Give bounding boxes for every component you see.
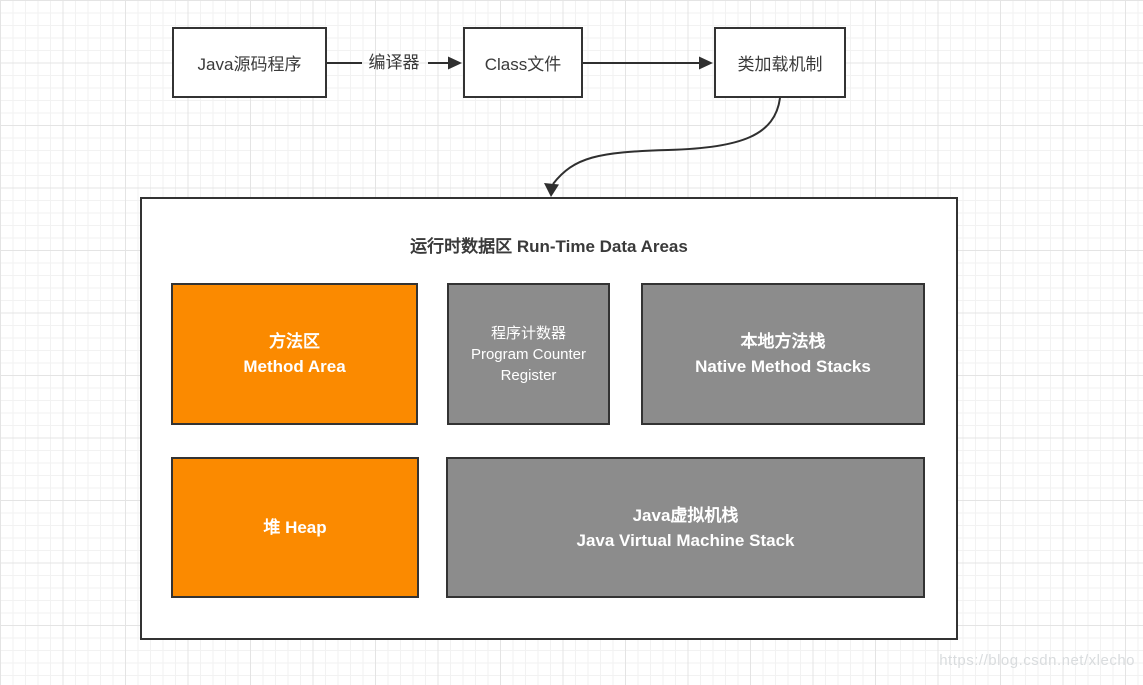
area-method-area-en: Method Area [243,357,346,376]
node-class-loader: 类加载机制 [714,27,846,98]
area-native-method-stacks-cn: 本地方法栈 [740,332,826,351]
runtime-data-areas-container: 运行时数据区 Run-Time Data Areas 方法区 Method Ar… [140,197,958,640]
node-java-source-label: Java源码程序 [197,55,302,74]
area-heap-label: 堆 Heap [263,518,327,537]
node-class-loader-label: 类加载机制 [737,55,823,74]
area-heap: 堆 Heap [171,457,419,598]
node-java-source: Java源码程序 [172,27,327,98]
runtime-title: 运行时数据区 Run-Time Data Areas [410,237,688,256]
edge-label-compiler: 编译器 [368,53,420,72]
area-native-method-stacks-en: Native Method Stacks [695,357,871,376]
area-method-area-cn: 方法区 [269,332,320,351]
arrow-classfile-to-loader [583,56,713,70]
area-jvm-stack-en: Java Virtual Machine Stack [576,530,795,550]
node-class-file-label: Class文件 [484,55,562,74]
area-method-area: 方法区 Method Area [171,283,418,425]
watermark: https://blog.csdn.net/xlecho [939,652,1135,669]
area-pc-register-cn: 程序计数器 [490,324,566,342]
area-pc-register-en2: Register [500,366,557,384]
area-jvm-stack-cn: Java虚拟机栈 [632,505,739,525]
area-native-method-stacks: 本地方法栈 Native Method Stacks [641,283,925,425]
area-pc-register: 程序计数器 Program Counter Register [447,283,610,425]
arrow-loader-to-runtime [544,97,781,197]
node-class-file: Class文件 [463,27,583,98]
area-pc-register-en1: Program Counter [470,345,587,363]
area-jvm-stack: Java虚拟机栈 Java Virtual Machine Stack [446,457,925,598]
